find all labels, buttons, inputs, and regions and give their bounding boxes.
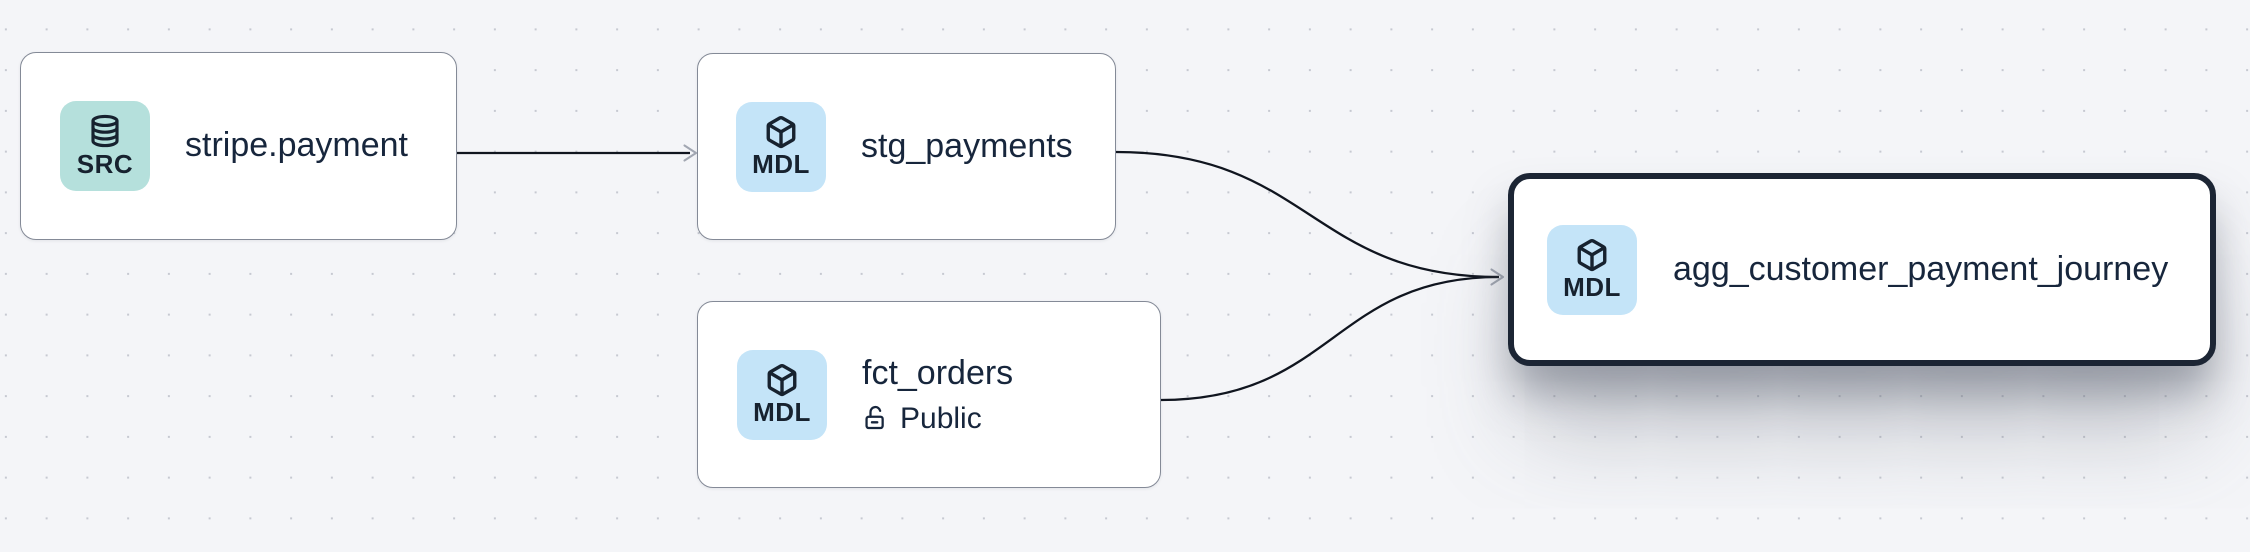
box-icon	[767, 363, 797, 396]
node-type-badge: MDL	[753, 396, 811, 427]
node-type-badge: MDL	[752, 148, 810, 179]
access-level-label: Public	[900, 402, 982, 436]
database-icon	[91, 115, 119, 148]
access-level-row: Public	[862, 402, 1013, 435]
source-type-chip: SRC	[60, 101, 150, 191]
node-type-badge: MDL	[1563, 271, 1621, 302]
box-icon	[766, 115, 796, 148]
lineage-node-fct-orders[interactable]: MDL fct_orders Public	[697, 301, 1161, 488]
node-title: agg_customer_payment_journey	[1673, 249, 2169, 288]
model-type-chip: MDL	[736, 101, 826, 192]
node-title: stripe.payment	[185, 126, 408, 165]
model-type-chip: MDL	[737, 349, 827, 440]
lock-open-icon	[865, 405, 884, 430]
box-icon	[1577, 238, 1607, 271]
lineage-node-agg-customer-payment-journey[interactable]: MDL agg_customer_payment_journey	[1508, 173, 2216, 366]
lineage-node-stg-payments[interactable]: MDL stg_payments	[697, 53, 1116, 240]
node-title: stg_payments	[861, 126, 1073, 165]
lineage-node-stripe-payment[interactable]: SRC stripe.payment	[20, 52, 457, 240]
edge-stg-payments-to-agg[interactable]	[1115, 150, 1500, 279]
node-title: fct_orders	[862, 353, 1014, 392]
node-type-badge: SRC	[76, 149, 134, 180]
edge-fct-orders-to-agg[interactable]	[1160, 275, 1500, 402]
model-type-chip: MDL	[1547, 224, 1637, 315]
